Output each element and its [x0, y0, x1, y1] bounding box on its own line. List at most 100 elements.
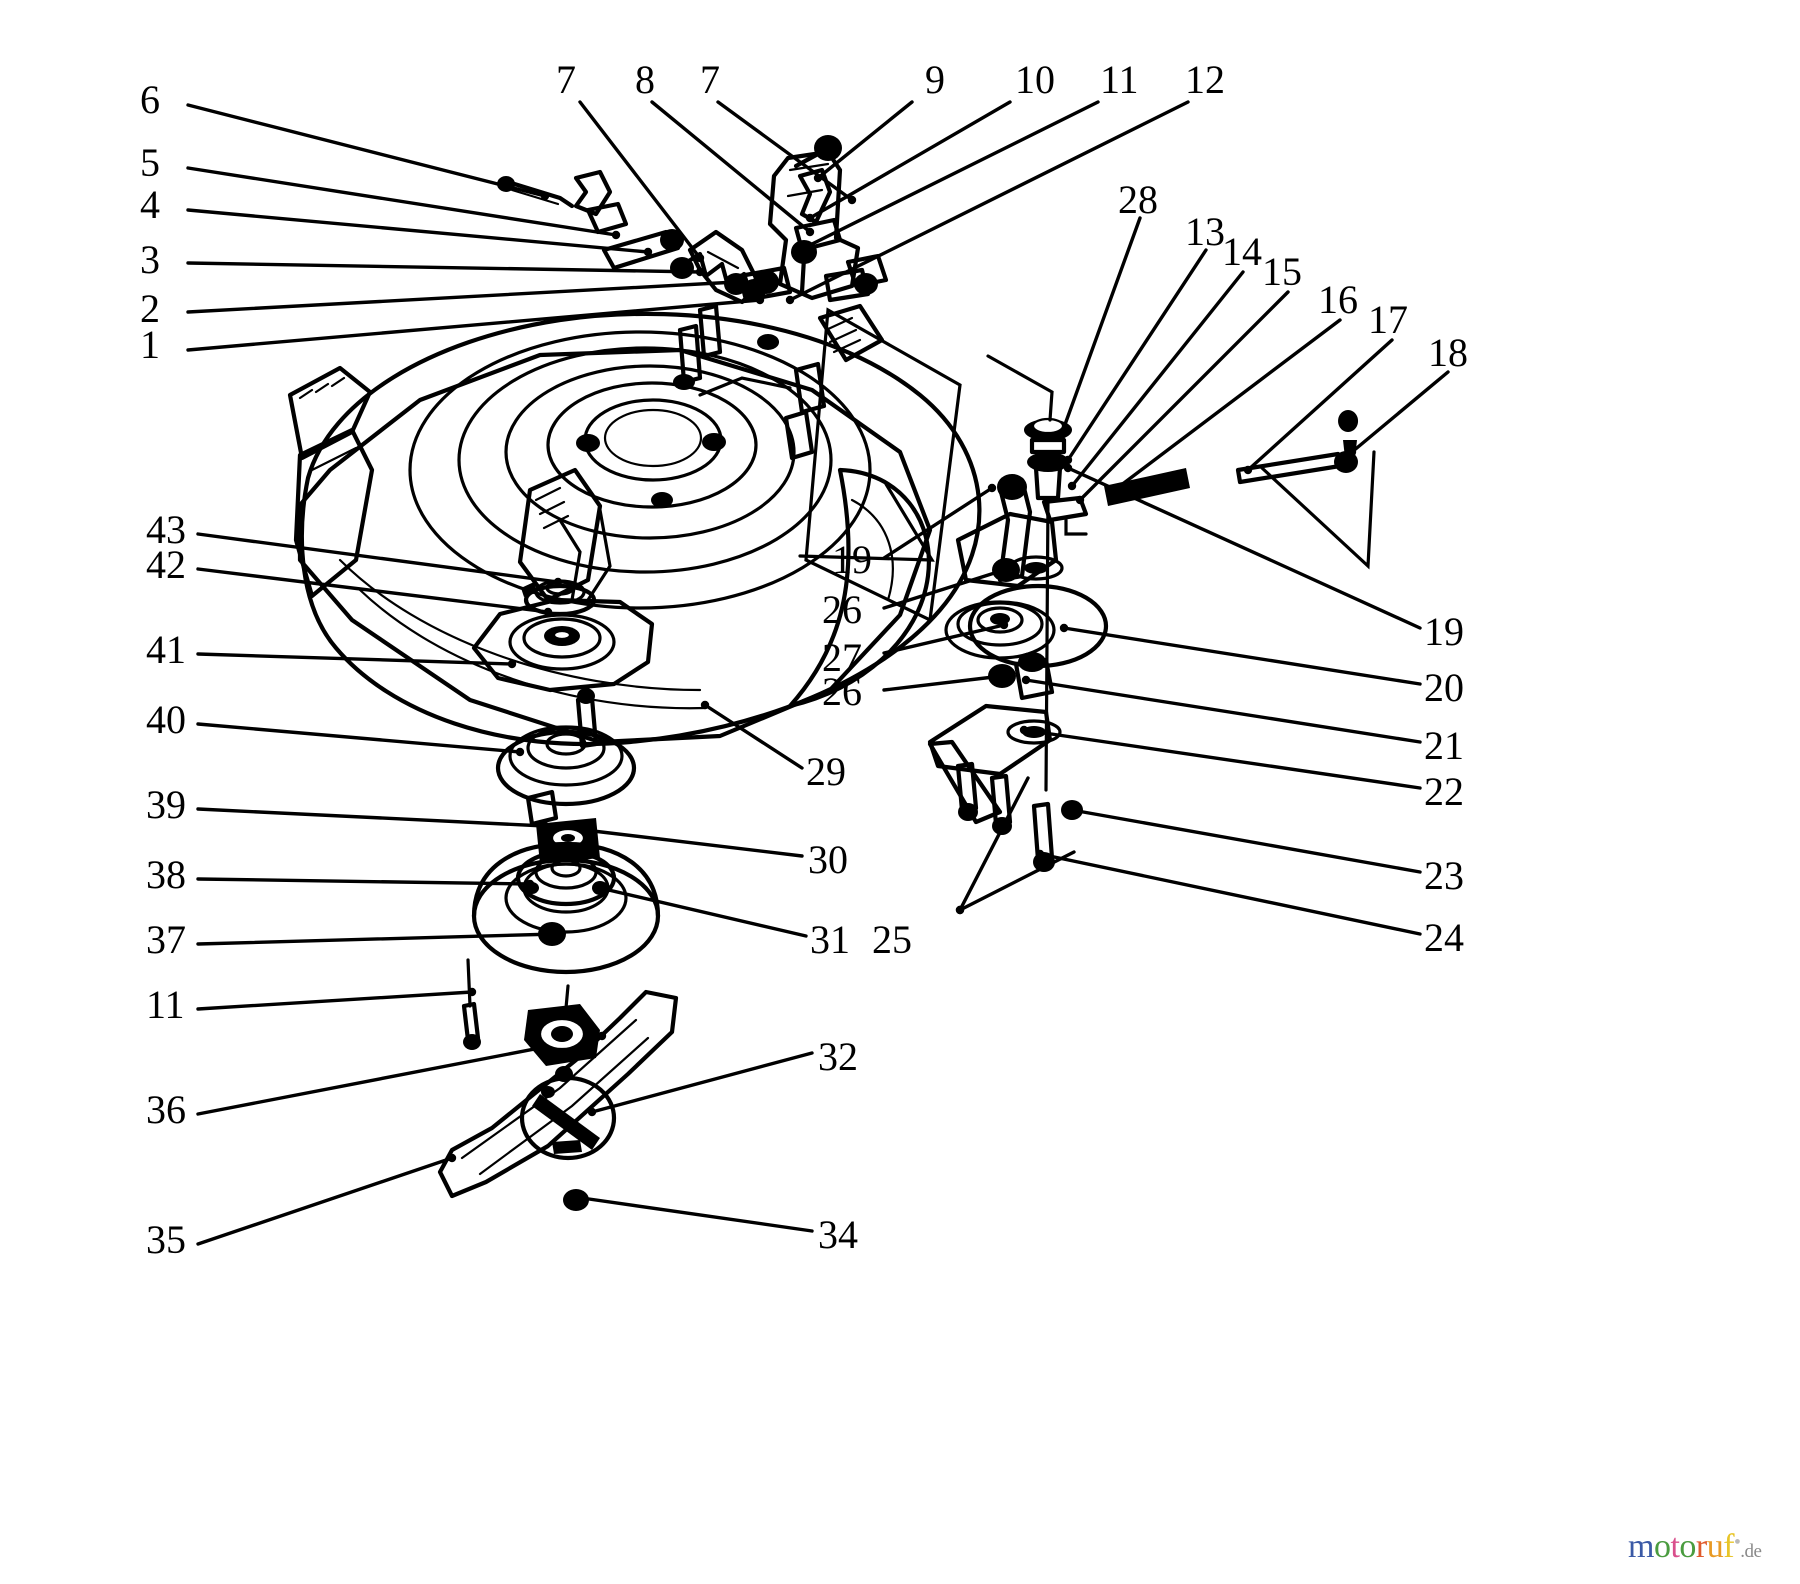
leader-line-2 [186, 280, 738, 314]
leader-line-19 [882, 486, 994, 560]
watermark-dot: ● [1734, 1535, 1741, 1548]
leader-line-14 [1070, 270, 1245, 488]
leader-lines [186, 100, 1450, 1246]
leader-endpoint [813, 173, 823, 183]
leader-line-13 [1066, 248, 1208, 462]
callout-number-12: 12 [1185, 57, 1225, 102]
watermark-letter: o [1679, 1528, 1696, 1565]
motoruf-watermark: motoruf●.de [1628, 1528, 1762, 1566]
watermark-suffix: .de [1740, 1541, 1762, 1562]
leader-line-20 [1062, 626, 1422, 686]
leader-line-39 [196, 807, 547, 828]
callout-number-15: 15 [1262, 249, 1302, 294]
blade-hub-assembly [461, 841, 661, 1050]
leader-line-35 [196, 1156, 454, 1246]
leader-line-5 [186, 166, 618, 237]
leader-line-16 [1110, 318, 1342, 494]
callout-number-3: 3 [140, 237, 160, 282]
callout-number-24: 24 [1424, 915, 1464, 960]
callout-number-8: 8 [635, 57, 655, 102]
idler-pulley-assembly [798, 354, 1376, 872]
leader-line-17 [1246, 338, 1394, 472]
leader-line-15 [1078, 290, 1290, 502]
callout-number-26: 26 [822, 669, 862, 714]
leader-line-21 [1024, 678, 1422, 744]
leader-endpoint [1021, 675, 1031, 685]
callout-number-36: 36 [146, 1087, 186, 1132]
leader-line-10 [808, 100, 1012, 220]
leader-line-6 [186, 103, 547, 198]
leader-endpoint [785, 295, 795, 305]
callout-number-37: 37 [146, 917, 186, 962]
blade-and-adapter [437, 984, 679, 1211]
callout-number-38: 38 [146, 852, 186, 897]
callout-number-10: 10 [1015, 57, 1055, 102]
leader-endpoint [847, 195, 857, 205]
leader-line-24 [1038, 852, 1422, 936]
leader-line-7 [716, 100, 854, 202]
leader-line-8 [650, 100, 812, 234]
leader-line-38 [196, 877, 532, 886]
callout-number-29: 29 [806, 749, 846, 794]
callout-number-42: 42 [146, 542, 186, 587]
spindle-housing-plate [471, 579, 655, 693]
callout-number-39: 39 [146, 782, 186, 827]
callout-number-18: 18 [1428, 330, 1468, 375]
leader-line-25 [958, 776, 1030, 912]
leader-line-23 [1070, 808, 1422, 874]
leader-endpoint [1059, 623, 1069, 633]
callout-number-13: 13 [1185, 209, 1225, 254]
callout-number-30: 30 [808, 837, 848, 882]
watermark-letter: f [1723, 1528, 1735, 1565]
callout-number-40: 40 [146, 697, 186, 742]
leader-line-11 [798, 100, 1100, 252]
watermark-letter: u [1706, 1528, 1724, 1565]
callout-number-22: 22 [1424, 769, 1464, 814]
leader-line-1 [186, 298, 762, 352]
leader-line-34 [580, 1196, 814, 1233]
leader-line-11 [196, 990, 474, 1011]
leader-line-9 [816, 100, 914, 180]
leader-endpoint [643, 247, 653, 257]
leader-line-4 [186, 208, 650, 254]
leader-endpoint [805, 227, 815, 237]
watermark-letter: o [1653, 1528, 1671, 1565]
leader-endpoint [515, 747, 525, 757]
leader-line-29 [703, 703, 804, 770]
leader-line-25 [958, 850, 1076, 912]
callout-number-31: 31 [810, 917, 850, 962]
callout-number-41: 41 [146, 627, 186, 672]
leader-line-32 [590, 1051, 814, 1114]
callout-number-32: 32 [818, 1034, 858, 1079]
callout-number-7: 7 [556, 57, 576, 102]
callout-number-4: 4 [140, 182, 160, 227]
callout-number-14: 14 [1222, 229, 1262, 274]
watermark-letter: r [1695, 1528, 1707, 1565]
callout-number-6: 6 [140, 77, 160, 122]
leader-endpoint [955, 905, 965, 915]
callout-number-2: 2 [140, 286, 160, 331]
leader-line-22 [1022, 728, 1422, 790]
leader-line-26 [882, 674, 1004, 692]
callout-number-17: 17 [1368, 297, 1408, 342]
leader-endpoint [611, 230, 621, 240]
top-linkage-hardware [497, 135, 889, 305]
leader-line-3 [186, 261, 702, 274]
leader-line-37 [196, 932, 558, 946]
leader-line-18 [1350, 370, 1450, 454]
callout-number-16: 16 [1318, 277, 1358, 322]
leader-line-42 [196, 567, 550, 614]
leader-endpoint [1067, 481, 1077, 491]
mower-deck-housing [287, 303, 982, 747]
callout-number-9: 9 [925, 57, 945, 102]
callout-number-26: 26 [822, 587, 862, 632]
leader-line-28 [1061, 216, 1142, 432]
callout-number-27: 27 [822, 635, 862, 680]
callout-number-25: 25 [872, 917, 912, 962]
leader-endpoint [507, 659, 517, 669]
callout-number-35: 35 [146, 1217, 186, 1262]
callout-number-11: 11 [146, 982, 185, 1027]
callout-number-1: 1 [140, 322, 160, 367]
